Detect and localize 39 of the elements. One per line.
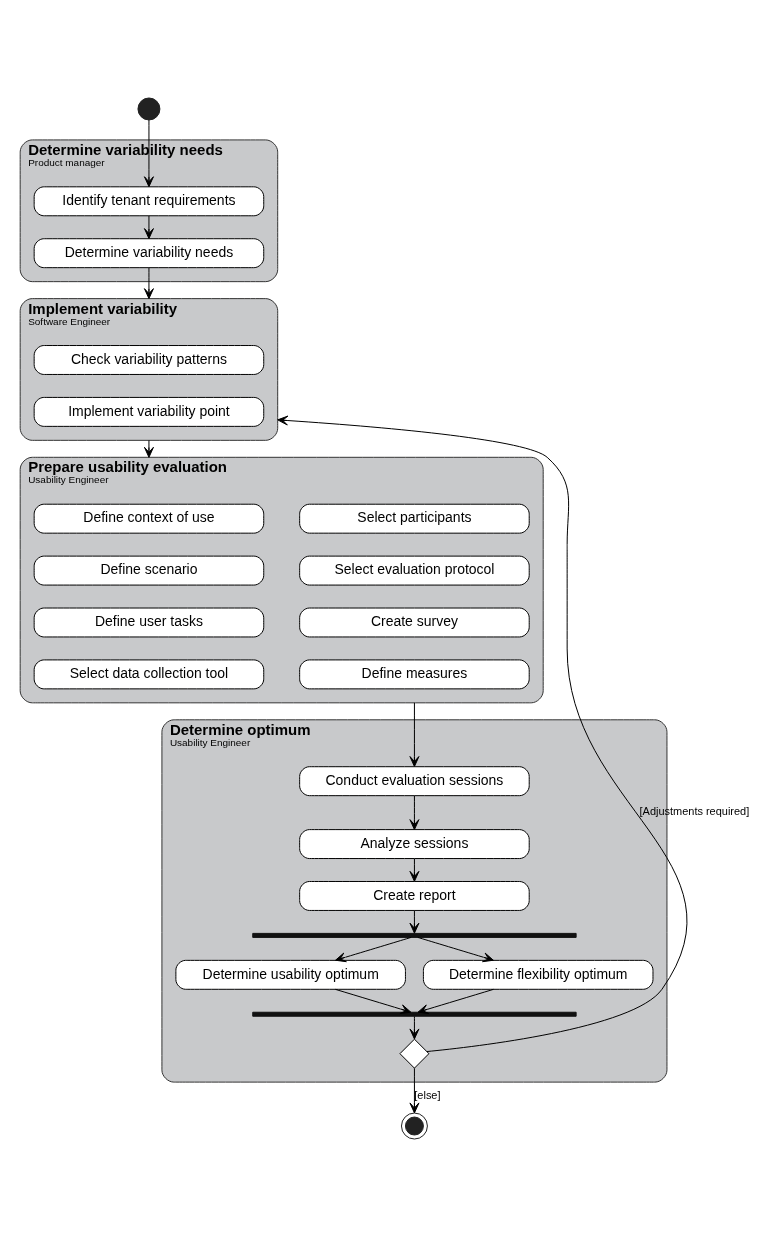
edge-label: [Adjustments required] <box>639 805 750 818</box>
arrow <box>409 702 420 767</box>
node-circle <box>137 97 161 121</box>
node-box: Implement variability point <box>33 396 265 427</box>
node-bar <box>252 932 577 938</box>
node-box: Determine variability needs <box>33 238 265 269</box>
arrow <box>409 1016 420 1040</box>
node-box: Select participants <box>299 503 530 534</box>
arrow <box>409 1067 420 1114</box>
arrow <box>409 910 420 934</box>
node-box: Determine flexibility optimum <box>422 959 654 990</box>
node-box: Select data collection tool <box>33 659 265 690</box>
node-box: Conduct evaluation sessions <box>299 766 530 797</box>
node-box: Define user tasks <box>33 607 265 638</box>
node-box: Analyze sessions <box>299 829 530 860</box>
arrow <box>143 267 154 300</box>
node-box: Check variability patterns <box>33 345 265 375</box>
arrow <box>417 988 494 1015</box>
arrow <box>143 215 154 240</box>
arrow <box>277 415 687 1053</box>
node-box: Define measures <box>299 659 530 690</box>
node-diamond <box>399 1038 430 1069</box>
arrow <box>409 795 420 831</box>
arrow <box>143 119 154 188</box>
node-bar <box>252 1011 577 1017</box>
node-box: Select evaluation protocol <box>299 555 530 586</box>
arrow <box>334 988 412 1015</box>
node-box: Define context of use <box>33 503 265 534</box>
node-box: Create report <box>299 881 530 911</box>
node-box: Define scenario <box>33 555 265 586</box>
node-box: Create survey <box>299 607 530 638</box>
node-circle <box>400 1112 428 1140</box>
node-box: Identify tenant requirements <box>33 186 265 217</box>
arrow <box>143 439 154 458</box>
arrow <box>335 936 412 963</box>
arrow <box>409 858 420 882</box>
edge-label: [else] <box>414 1088 441 1101</box>
arrow <box>417 936 494 963</box>
node-box: Determine usability optimum <box>175 959 406 990</box>
